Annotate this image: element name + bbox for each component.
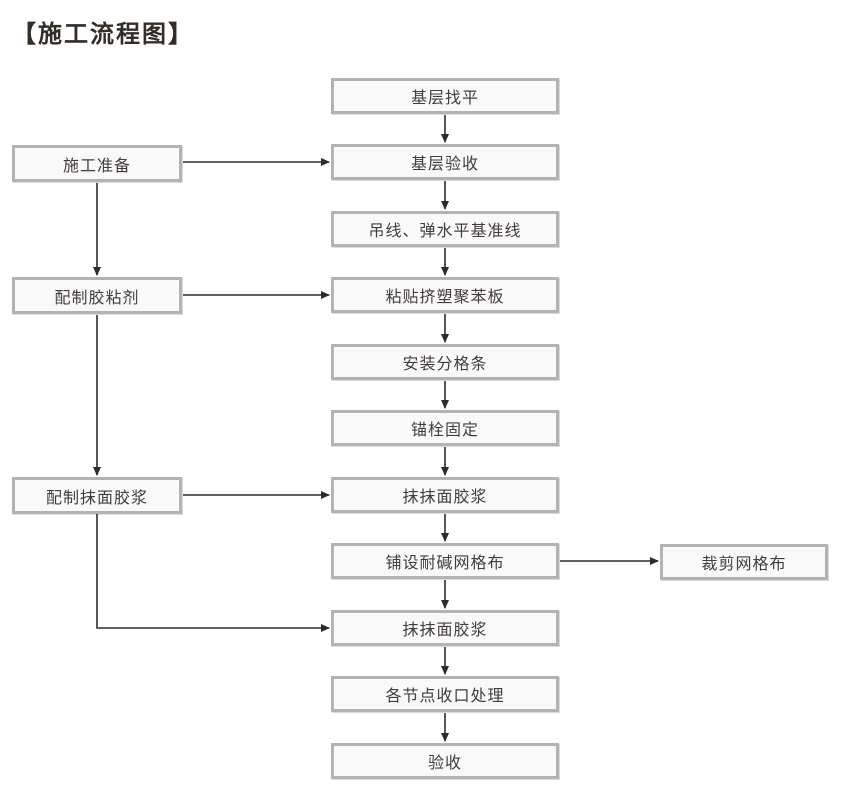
step-apply-mortar-2: 抹抹面胶浆 — [331, 610, 559, 646]
step-paste-xps-board: 粘贴挤塑聚苯板 — [331, 277, 559, 313]
step-lay-alkali-mesh: 铺设耐碱网格布 — [331, 543, 559, 579]
step-anchor-fixing: 锚栓固定 — [331, 410, 559, 446]
step-base-acceptance: 基层验收 — [331, 144, 559, 180]
step-node-closure: 各节点收口处理 — [331, 676, 559, 712]
step-reference-lines: 吊线、弹水平基准线 — [331, 211, 559, 247]
step-construction-prep: 施工准备 — [12, 145, 182, 182]
step-prepare-mortar: 配制抹面胶浆 — [12, 477, 182, 514]
arrow-mortarprep-to-mortar2 — [96, 514, 330, 632]
step-prepare-adhesive: 配制胶粘剂 — [12, 277, 182, 314]
page-title: 【施工流程图】 — [12, 21, 194, 48]
step-base-leveling: 基层找平 — [331, 78, 559, 114]
step-apply-mortar-1: 抹抹面胶浆 — [331, 477, 559, 513]
step-install-divider-strips: 安装分格条 — [331, 344, 559, 380]
step-cut-mesh: 裁剪网格布 — [660, 544, 828, 580]
step-final-acceptance: 验收 — [331, 743, 559, 779]
